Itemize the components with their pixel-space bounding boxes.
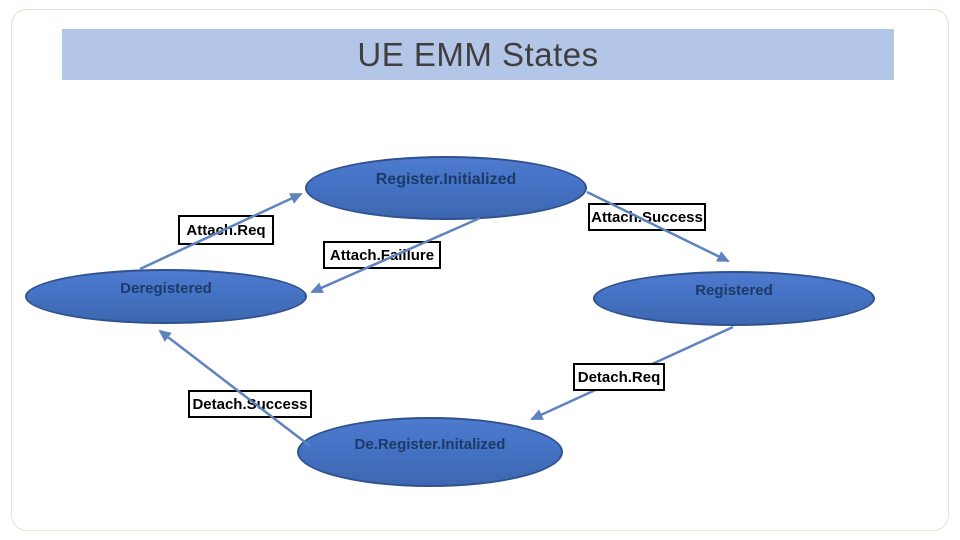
state-deregistered: Deregistered: [25, 269, 307, 324]
state-register-initialized-label: Register.Initialized: [375, 171, 517, 188]
detach-success-text: Detach.Success: [192, 395, 308, 413]
state-deregistered-label: Deregistered: [120, 280, 212, 297]
state-deregister-initalized: De.Register.Initalized: [297, 417, 563, 487]
transition-label-attach-success: Attach.Success: [588, 203, 706, 231]
page-title: UE EMM States: [357, 35, 599, 73]
attach-success-text: Attach.Success: [591, 208, 703, 226]
state-register-initialized: Register.Initialized: [305, 156, 587, 220]
state-registered-label: Registered: [695, 282, 773, 299]
state-registered: Registered: [593, 271, 875, 326]
transition-label-attach-faillure: Attach.Faillure: [323, 241, 441, 269]
attach-faillure-text: Attach.Faillure: [329, 246, 435, 264]
detach-req-text: Detach.Req: [577, 368, 661, 386]
attach-req-text: Attach.Req: [186, 221, 266, 239]
transition-label-detach-req: Detach.Req: [573, 363, 665, 391]
slide-title-bar: UE EMM States: [62, 29, 894, 80]
transition-label-detach-success: Detach.Success: [188, 390, 312, 418]
state-deregister-initalized-label: De.Register.Initalized: [354, 435, 506, 453]
transition-label-attach-req: Attach.Req: [178, 215, 274, 245]
connector-detach-success: [158, 329, 311, 447]
